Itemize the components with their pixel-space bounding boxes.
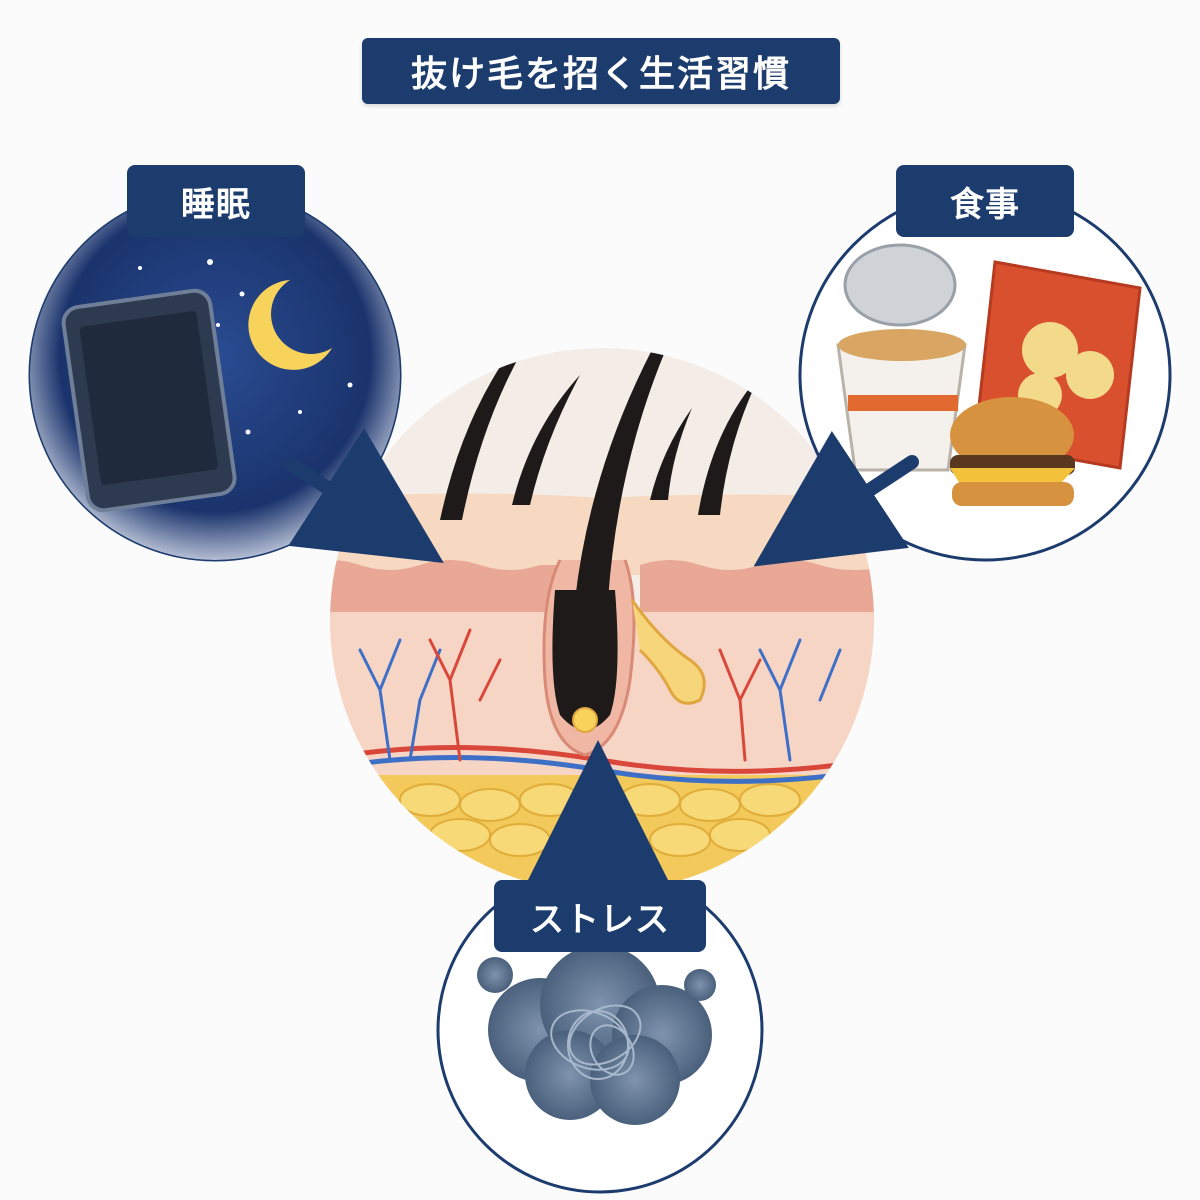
hair-follicle-illustration	[330, 348, 874, 892]
stress-label: ストレス	[494, 880, 706, 952]
junk-food-icon	[836, 243, 1142, 506]
sleep-circle	[28, 188, 402, 562]
sleep-label: 睡眠	[127, 165, 305, 237]
food-label: 食事	[896, 165, 1074, 237]
arrow-sleep	[285, 428, 444, 563]
arrows	[285, 428, 919, 883]
stress-cloud-icon	[477, 945, 716, 1125]
food-circle	[798, 188, 1172, 562]
smartphone-moon-icon	[61, 259, 353, 513]
arrow-food	[753, 431, 919, 567]
page-title: 抜け毛を招く生活習慣	[362, 38, 840, 104]
